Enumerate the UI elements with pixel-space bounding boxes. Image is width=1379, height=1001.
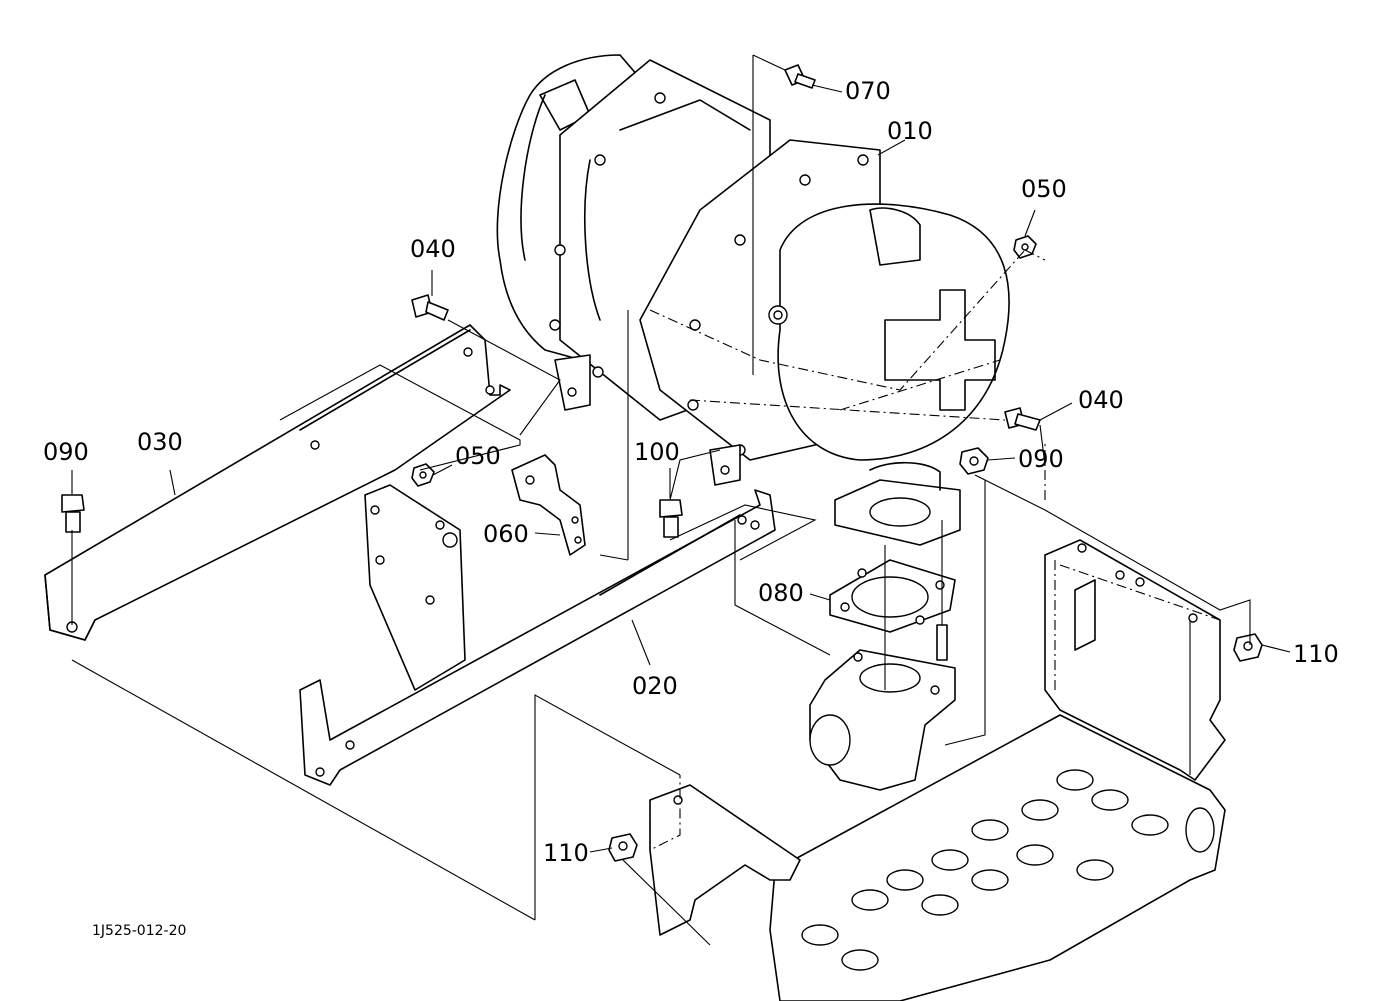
part-label-020: 020 <box>632 672 678 700</box>
part-label-050-lower: 050 <box>455 442 501 470</box>
nut-110-right-icon <box>1233 633 1263 662</box>
cylinder-head <box>649 714 1226 1001</box>
bracket-020 <box>299 484 776 786</box>
part-label-040-lower: 040 <box>1078 386 1124 414</box>
part-labels: 070 010 050 040 040 030 090 050 100 090 … <box>43 77 1339 867</box>
part-label-070: 070 <box>845 77 891 105</box>
flange-bolt-dots <box>549 92 869 456</box>
bolt-070-icon <box>784 64 816 89</box>
leader-lines <box>71 84 1291 853</box>
nut-090-icon <box>959 447 989 475</box>
part-label-080: 080 <box>758 579 804 607</box>
part-label-100-center: 100 <box>634 438 680 466</box>
part-label-090: 090 <box>1018 445 1064 473</box>
bolt-040-lower-icon <box>1004 407 1041 431</box>
exhaust-elbow <box>809 624 956 791</box>
head-ports <box>801 769 1215 971</box>
part-label-030: 030 <box>137 428 183 456</box>
nut-110-lower-icon <box>608 833 638 862</box>
part-label-010: 010 <box>887 117 933 145</box>
bolt-040-upper-icon <box>411 294 449 321</box>
assembly-guide-lines <box>71 54 1251 946</box>
support-plate <box>1044 539 1226 781</box>
part-label-050-upper: 050 <box>1021 175 1067 203</box>
bolt-100-center-icon <box>659 499 683 538</box>
part-label-060: 060 <box>483 520 529 548</box>
part-label-040-upper: 040 <box>410 235 456 263</box>
bracket-060 <box>511 454 586 556</box>
drawing-number: 1J525-012-20 <box>92 923 186 939</box>
part-label-100-left: 090 <box>43 438 89 466</box>
dpf-muffler-assembly <box>496 54 1010 546</box>
part-label-110-right: 110 <box>1293 640 1339 668</box>
nut-050-upper-icon <box>1013 235 1037 259</box>
gasket-080 <box>829 559 956 633</box>
bracket-030 <box>44 324 511 641</box>
bolt-100-left-icon <box>61 494 85 533</box>
nut-050-lower-icon <box>411 463 435 487</box>
part-label-110-lower: 110 <box>543 839 589 867</box>
